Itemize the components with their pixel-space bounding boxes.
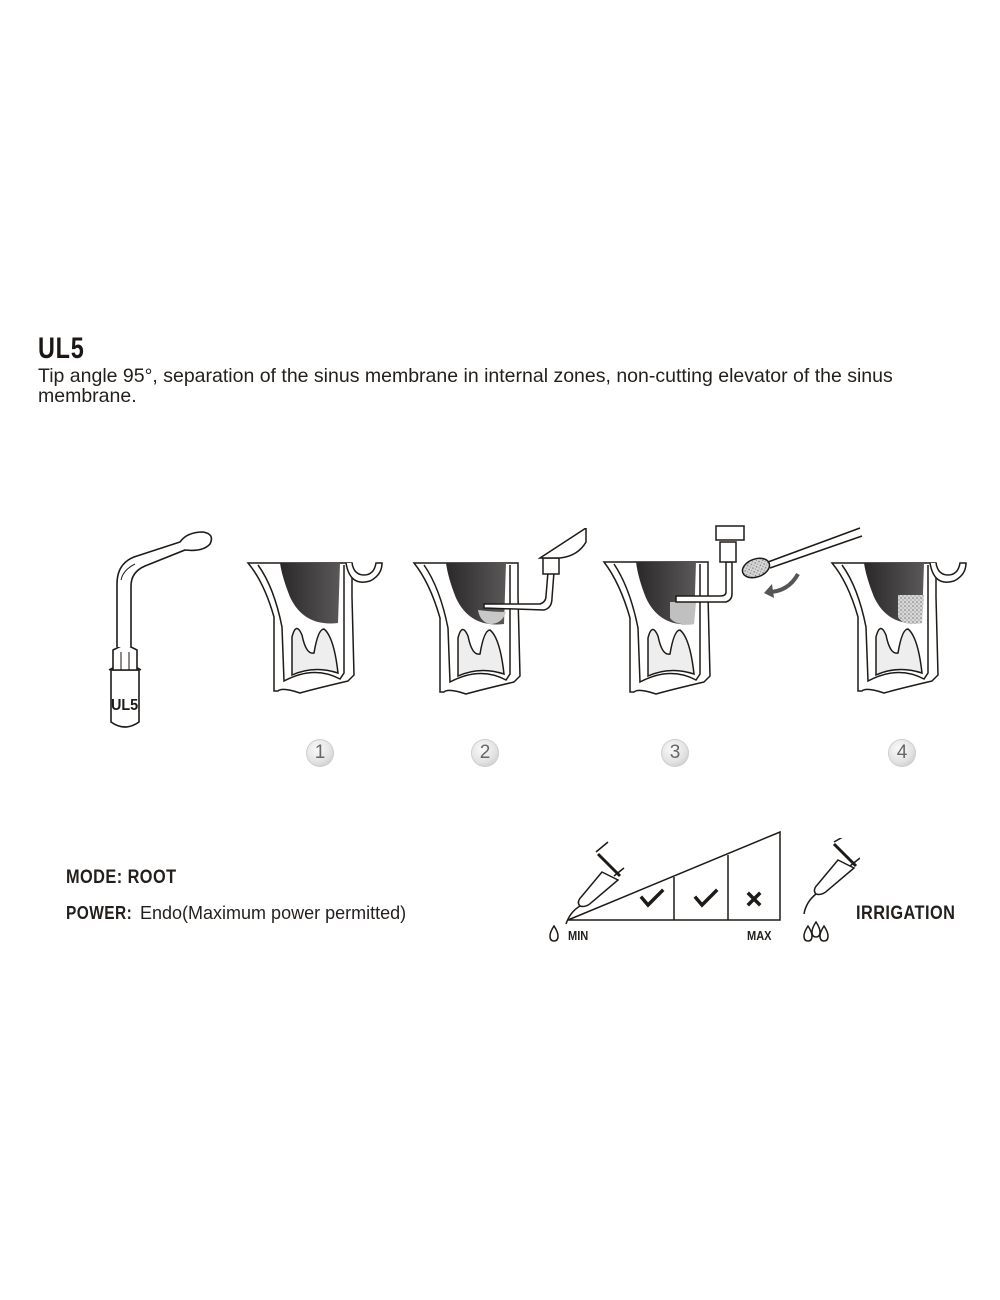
irrigation-label: IRRIGATION <box>856 903 956 924</box>
step-badge-3: 3 <box>661 739 689 767</box>
power-label: POWER: <box>66 903 133 923</box>
power-scale-diagram <box>549 830 781 942</box>
step-4-illustration <box>830 562 967 694</box>
step-badge-4: 4 <box>888 739 916 767</box>
check-icon-level-2 <box>693 888 719 908</box>
cross-icon-level-3 <box>746 891 762 907</box>
step-badge-1: 1 <box>306 739 334 767</box>
step-2-illustration <box>412 528 587 695</box>
max-label: MAX <box>747 928 772 943</box>
irrigation-icon <box>803 838 860 942</box>
power-setting: POWER: Endo(Maximum power permitted) <box>66 903 406 924</box>
step-3-illustration <box>602 525 863 695</box>
model-title: UL5 <box>38 332 85 365</box>
power-value: Endo(Maximum power permitted) <box>140 903 407 923</box>
step-1-illustration <box>246 562 383 694</box>
step-badge-2: 2 <box>471 739 499 767</box>
min-label: MIN <box>568 928 589 943</box>
check-icon-level-1 <box>639 888 665 908</box>
ultrasonic-tip-illustration: UL5 <box>108 531 213 728</box>
mode-setting: MODE: ROOT <box>66 867 177 888</box>
tip-label: UL5 <box>111 696 139 714</box>
model-description: Tip angle 95°, separation of the sinus m… <box>38 365 893 407</box>
